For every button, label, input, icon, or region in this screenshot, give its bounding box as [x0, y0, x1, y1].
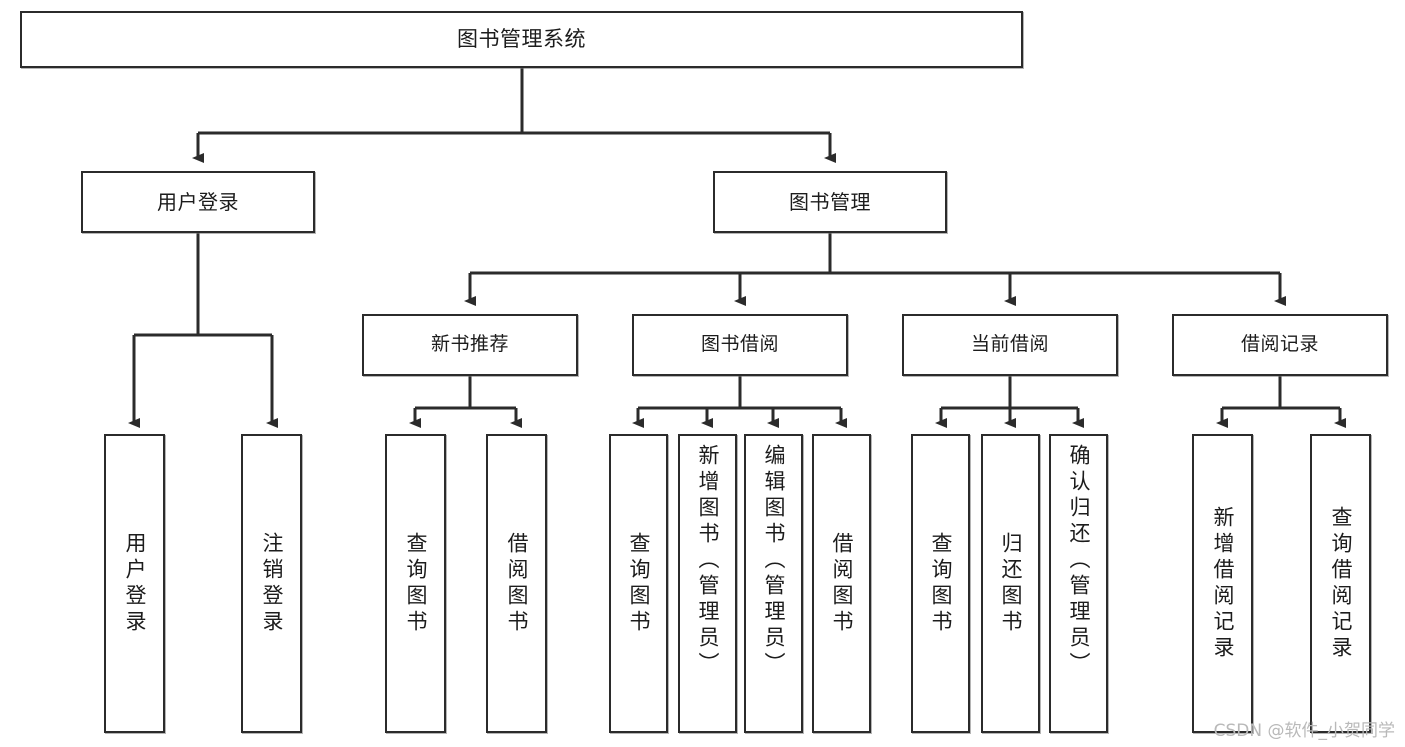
node-label: 用户登录	[157, 189, 239, 214]
node-label: 用户登录	[123, 531, 147, 636]
node-label: 新书推荐	[430, 333, 509, 356]
leaf-record-query-record[interactable]: 查询借阅记录	[1310, 434, 1371, 733]
node-label: 图书管理系统	[457, 27, 586, 52]
node-borrow-record[interactable]: 借阅记录	[1172, 314, 1388, 376]
leaf-borrow-edit-book-admin[interactable]: 编辑图书（管理员）	[744, 434, 803, 733]
node-label: 查询借阅记录	[1329, 505, 1353, 662]
leaf-recommend-borrow-book[interactable]: 借阅图书	[486, 434, 547, 733]
leaf-recommend-query-book[interactable]: 查询图书	[385, 434, 446, 733]
node-book-borrow[interactable]: 图书借阅	[632, 314, 848, 376]
leaf-current-query-book[interactable]: 查询图书	[911, 434, 970, 733]
leaf-user-login-login[interactable]: 用户登录	[104, 434, 165, 733]
node-label: 图书借阅	[700, 333, 779, 356]
node-user-login[interactable]: 用户登录	[81, 171, 315, 233]
node-label: 借阅图书	[830, 531, 854, 636]
leaf-borrow-add-book-admin[interactable]: 新增图书（管理员）	[678, 434, 737, 733]
node-label: 归还图书	[999, 531, 1023, 636]
node-label: 注销登录	[260, 531, 284, 636]
leaf-user-login-logout[interactable]: 注销登录	[241, 434, 302, 733]
leaf-current-return-book[interactable]: 归还图书	[981, 434, 1040, 733]
node-label: 新增借阅记录	[1211, 505, 1235, 662]
leaf-borrow-query-book[interactable]: 查询图书	[609, 434, 668, 733]
node-label: 图书管理	[789, 189, 871, 214]
node-label: 借阅记录	[1240, 333, 1319, 356]
node-book-management[interactable]: 图书管理	[713, 171, 947, 233]
leaf-current-confirm-return-admin[interactable]: 确认归还（管理员）	[1049, 434, 1108, 733]
node-new-book-recommend[interactable]: 新书推荐	[362, 314, 578, 376]
node-label: 确认归还（管理员）	[1067, 444, 1091, 678]
node-label: 查询图书	[929, 531, 953, 636]
node-label: 编辑图书（管理员）	[762, 444, 786, 678]
leaf-borrow-borrow-book[interactable]: 借阅图书	[812, 434, 871, 733]
node-root-system[interactable]: 图书管理系统	[20, 11, 1023, 68]
node-current-borrow[interactable]: 当前借阅	[902, 314, 1118, 376]
node-label: 新增图书（管理员）	[696, 444, 720, 678]
watermark-text: CSDN @软件_小贺同学	[1213, 721, 1395, 741]
node-label: 借阅图书	[505, 531, 529, 636]
node-label: 当前借阅	[970, 333, 1049, 356]
node-label: 查询图书	[404, 531, 428, 636]
node-label: 查询图书	[627, 531, 651, 636]
leaf-record-add-record[interactable]: 新增借阅记录	[1192, 434, 1253, 733]
